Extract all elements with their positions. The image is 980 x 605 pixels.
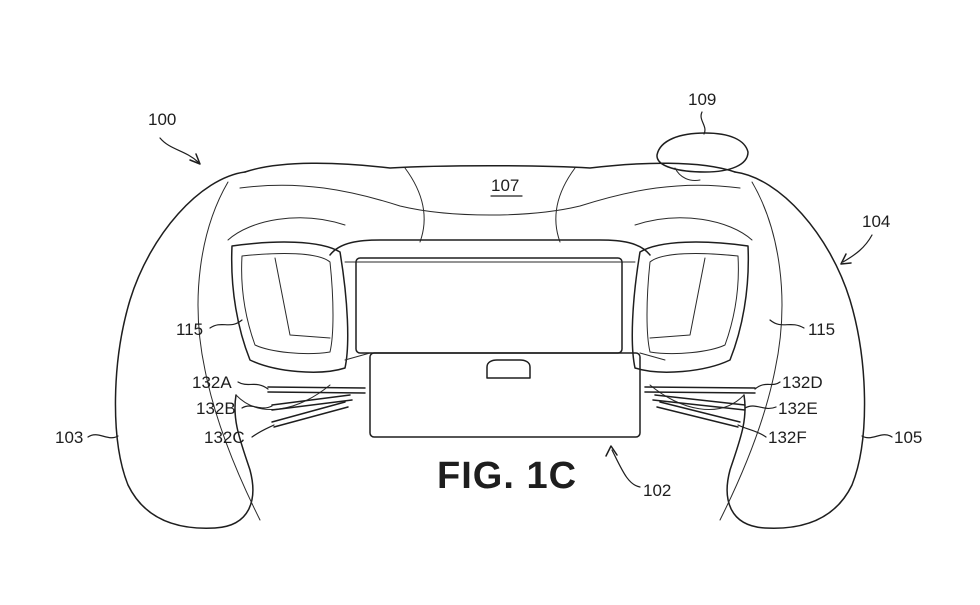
left-trigger-inner <box>241 253 334 355</box>
right-grip-lower-line <box>649 384 745 410</box>
thumbstick-stem <box>674 167 701 181</box>
accessory-pack <box>344 257 666 438</box>
label-109: 109 <box>688 90 716 109</box>
label-107: 107 <box>491 176 519 195</box>
leader-132B <box>241 405 273 409</box>
contact-132E <box>652 394 746 411</box>
contacts <box>267 386 756 428</box>
right-grip-outline <box>726 171 866 529</box>
pack-lower-body <box>369 352 641 438</box>
contact-132B <box>271 394 353 411</box>
leader-103 <box>87 434 119 439</box>
figure-caption: FIG. 1C <box>437 455 577 497</box>
center-top-panel-left-edge <box>404 167 425 243</box>
label-105: 105 <box>894 428 922 447</box>
left-grip-outline <box>114 171 254 529</box>
label-132E: 132E <box>778 399 818 418</box>
pack-upper-body <box>355 257 623 354</box>
label-100: 100 <box>148 110 176 129</box>
leader-115-left <box>209 319 243 329</box>
leader-100 <box>159 137 199 163</box>
top-surface-outline <box>244 162 736 173</box>
center-top-panel-right-edge <box>555 167 576 243</box>
top-surface-rear-edge <box>239 184 741 216</box>
label-132D: 132D <box>782 373 823 392</box>
right-trigger-inner <box>646 253 739 355</box>
leader-102 <box>611 449 641 488</box>
label-104: 104 <box>862 212 890 231</box>
right-trigger <box>631 241 750 373</box>
left-trigger-face <box>274 257 331 339</box>
label-132F: 132F <box>768 428 807 447</box>
top-left-contour <box>227 217 346 241</box>
thumbstick-cap <box>656 132 749 173</box>
label-102: 102 <box>643 481 671 500</box>
right-grip-contour <box>719 181 783 521</box>
top-right-contour <box>634 217 753 241</box>
left-trigger-outline <box>230 241 349 373</box>
controller-body <box>114 162 866 529</box>
right-trigger-face <box>649 257 706 339</box>
rear-bay-opening <box>329 239 651 256</box>
leader-lines <box>87 111 893 488</box>
leader-132D <box>754 381 781 390</box>
right-trigger-outline <box>631 241 750 373</box>
label-132A: 132A <box>192 373 232 392</box>
arrow-104 <box>840 253 852 265</box>
leader-132E <box>744 405 777 410</box>
thumbstick <box>656 132 749 181</box>
contact-132D <box>644 386 756 394</box>
label-132B: 132B <box>196 399 236 418</box>
pack-bridge <box>344 352 666 361</box>
contact-132C <box>271 401 349 428</box>
arrow-100 <box>189 153 201 165</box>
contact-132A <box>267 386 366 394</box>
label-115-right: 115 <box>808 320 835 339</box>
left-grip-contour <box>197 181 261 521</box>
leader-115-right <box>769 319 805 329</box>
leader-132C <box>251 424 275 438</box>
reference-labels: 100 109 107 104 115 115 132A 132B 132C 1… <box>55 90 922 500</box>
leader-109 <box>700 111 706 135</box>
arrow-102 <box>605 445 618 457</box>
leader-104 <box>842 234 873 263</box>
left-trigger <box>230 241 349 373</box>
label-115-left: 115 <box>176 320 203 339</box>
leader-132F <box>737 424 767 438</box>
leader-132A <box>237 381 269 390</box>
label-103: 103 <box>55 428 83 447</box>
leader-105 <box>861 434 893 439</box>
pack-connector-notch <box>486 359 531 379</box>
label-132C: 132C <box>204 428 245 447</box>
contact-132F <box>656 401 741 428</box>
